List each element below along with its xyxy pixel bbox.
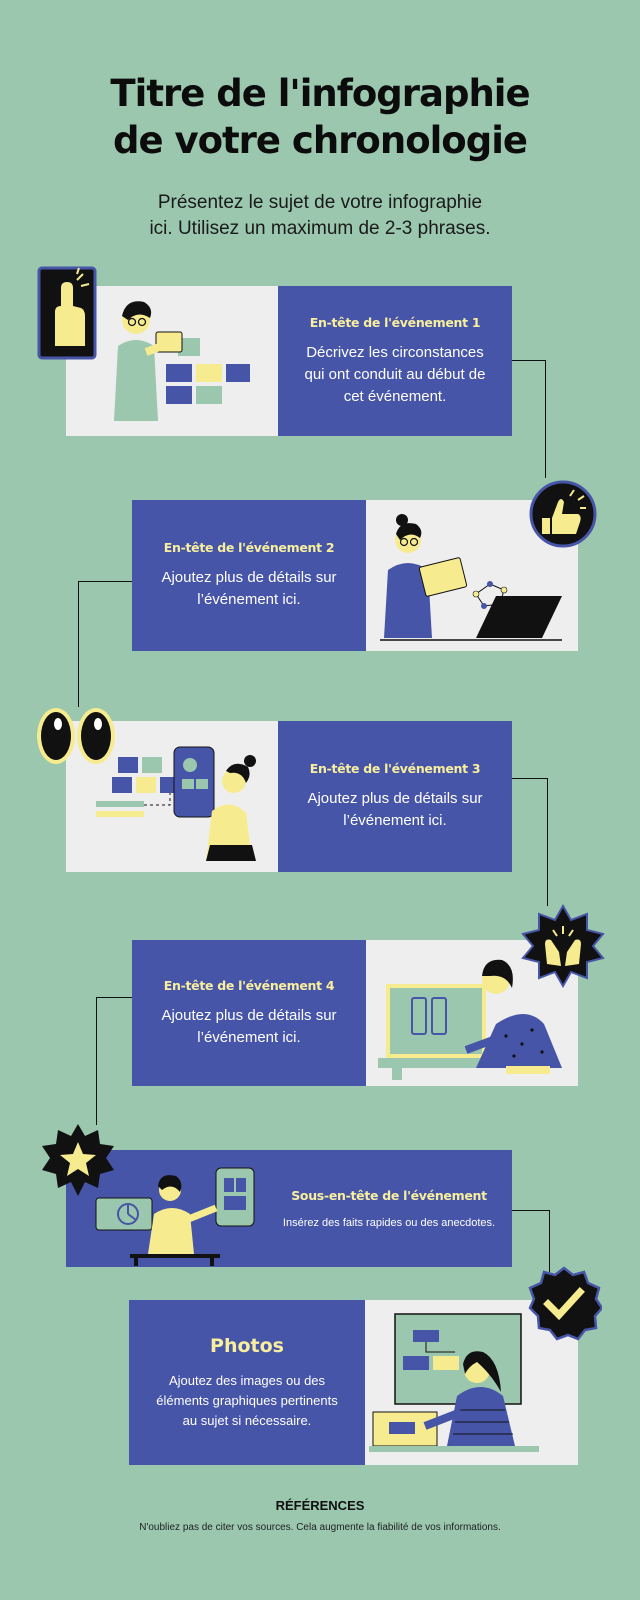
eyes-icon	[34, 704, 118, 768]
subtitle-line-2: ici. Utilisez un maximum de 2-3 phrases.	[149, 218, 491, 239]
title-line-1: Titre de l'infographie	[110, 72, 530, 115]
event-4-heading: En-tête de l'événement 4	[163, 977, 335, 993]
thumbs-up-icon	[528, 478, 598, 550]
sub-event-card: Sous-en-tête de l'événement Insérez des …	[66, 1150, 512, 1267]
event-1-heading: En-tête de l'événement 1	[309, 314, 481, 330]
event-3-text-panel: En-tête de l'événement 3 Ajoutez plus de…	[278, 721, 512, 872]
event-1-text-panel: En-tête de l'événement 1 Décrivez les ci…	[278, 286, 512, 436]
event-2-illustration	[366, 500, 578, 651]
event-4-illustration	[366, 940, 578, 1086]
event-4-text-panel: En-tête de l'événement 4 Ajoutez plus de…	[132, 940, 366, 1086]
connector-4	[96, 997, 132, 1125]
event-3-body-line-2: l’événement ici.	[343, 812, 447, 829]
event-1-illustration	[66, 286, 278, 436]
page-subtitle: Présentez le sujet de votre infographie …	[0, 190, 640, 242]
photos-body: Ajoutez des images ou des éléments graph…	[156, 1371, 337, 1431]
event-3-body-line-1: Ajoutez plus de détails sur	[307, 790, 483, 807]
event-4-body: Ajoutez plus de détails sur l’événement …	[161, 1005, 336, 1049]
subtitle-line-1: Présentez le sujet de votre infographie	[157, 192, 483, 213]
photos-text-panel: Photos Ajoutez des images ou des élément…	[129, 1300, 365, 1465]
event-2-heading: En-tête de l'événement 2	[163, 540, 335, 555]
references-heading: RÉFÉRENCES	[275, 1498, 365, 1513]
references-note: N'oubliez pas de citer vos sources. Cela…	[139, 1522, 501, 1533]
connector-1	[512, 360, 546, 478]
event-4-body-line-1: Ajoutez plus de détails sur	[161, 1006, 337, 1024]
connector-3	[512, 778, 548, 906]
event-3-heading: En-tête de l'événement 3	[309, 761, 481, 776]
event-card-3: En-tête de l'événement 3 Ajoutez plus de…	[66, 721, 512, 872]
event-2-body-line-1: Ajoutez plus de détails sur	[161, 569, 337, 586]
photos-body-line-2: éléments graphiques pertinents	[156, 1392, 338, 1408]
event-1-body-line-1: Décrivez les circonstances	[306, 343, 484, 361]
event-card-4: En-tête de l'événement 4 Ajoutez plus de…	[132, 940, 578, 1086]
sub-event-text: Sous-en-tête de l'événement Insérez des …	[266, 1150, 512, 1267]
photos-body-line-3: au sujet si nécessaire.	[182, 1412, 312, 1428]
checkmark-icon	[526, 1266, 604, 1342]
event-2-body-line-2: l’événement ici.	[197, 591, 301, 608]
sub-event-heading: Sous-en-tête de l'événement	[291, 1188, 487, 1203]
event-1-body-line-3: cet événement.	[343, 387, 447, 405]
page-title: Titre de l'infographie de votre chronolo…	[0, 70, 640, 164]
sub-event-body: Insérez des faits rapides ou des anecdot…	[282, 1217, 496, 1229]
photos-heading: Photos	[210, 1334, 284, 1357]
event-2-body: Ajoutez plus de détails sur l’événement …	[161, 567, 336, 611]
connector-2	[78, 581, 132, 707]
event-2-text-panel: En-tête de l'événement 2 Ajoutez plus de…	[132, 500, 366, 651]
clapping-hands-icon	[521, 903, 605, 989]
photos-body-line-1: Ajoutez des images ou des	[168, 1372, 326, 1388]
event-card-2: En-tête de l'événement 2 Ajoutez plus de…	[132, 500, 578, 651]
title-line-2: de votre chronologie	[113, 119, 528, 162]
star-icon	[40, 1122, 116, 1198]
event-1-body-line-2: qui ont conduit au début de	[304, 365, 486, 383]
event-card-1: En-tête de l'événement 1 Décrivez les ci…	[66, 286, 512, 436]
sub-event-illustration	[66, 1150, 266, 1267]
event-4-body-line-2: l’événement ici.	[197, 1028, 301, 1046]
event-3-body: Ajoutez plus de détails sur l’événement …	[307, 788, 482, 832]
photos-card: Photos Ajoutez des images ou des élément…	[129, 1300, 578, 1465]
event-1-body: Décrivez les circonstances qui ont condu…	[305, 342, 486, 408]
pointing-hand-icon	[37, 266, 97, 360]
connector-5	[512, 1210, 550, 1272]
